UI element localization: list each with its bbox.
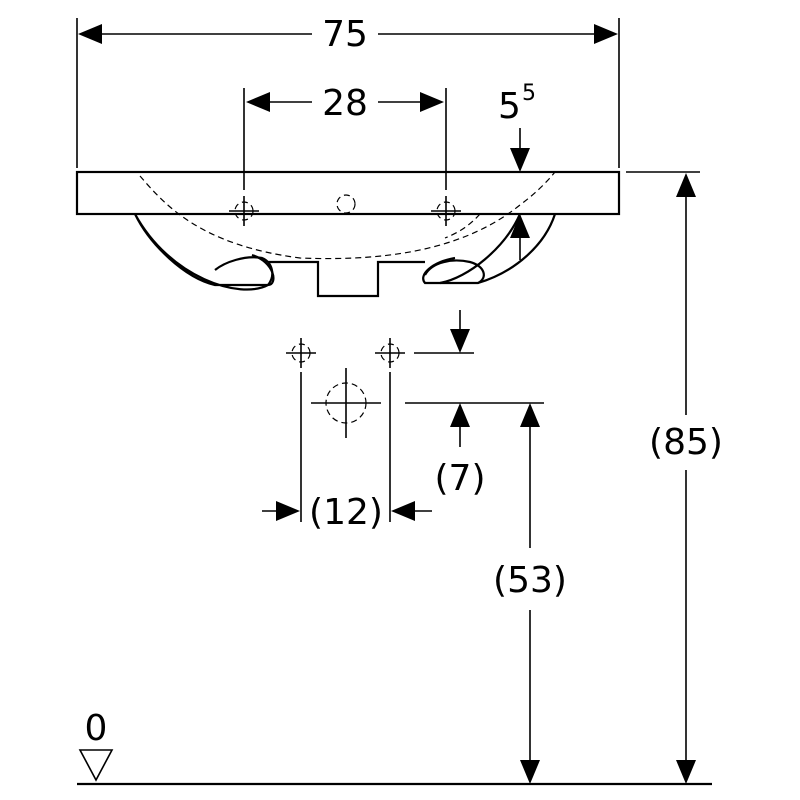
basin-right-curve	[477, 213, 557, 285]
supply-left-symbol	[286, 338, 316, 368]
floor-level-label: 0	[85, 708, 108, 749]
dimension-drain-height: (53)	[493, 403, 567, 784]
rim-thickness-superscript: 5	[522, 81, 536, 106]
rim-thickness-label: 5	[498, 86, 521, 127]
dimension-supply-spacing: (12)	[262, 372, 432, 533]
dimension-rim-thickness: 5 5	[498, 81, 536, 260]
floor-level-marker: 0	[77, 708, 712, 786]
tap-hole-right	[431, 196, 461, 226]
supply-spacing-label: (12)	[309, 492, 383, 533]
overall-height-label: (85)	[649, 422, 723, 463]
tap-hole-left	[229, 196, 259, 226]
drain-height-label: (53)	[493, 560, 567, 601]
left-support	[214, 256, 274, 286]
basin-rim-slab	[75, 170, 621, 216]
hidden-bowl-inner	[444, 213, 481, 239]
dimension-overall-height: (85)	[626, 171, 723, 784]
hidden-bowl-line	[139, 171, 556, 260]
supply-right-symbol	[375, 338, 405, 368]
dimension-tap-hole-spacing: 28	[243, 83, 447, 190]
tap-hole-spacing-label: 28	[322, 83, 368, 124]
dimension-overall-width: 75	[76, 14, 620, 168]
right-support	[424, 259, 485, 285]
washbasin-outline	[75, 170, 621, 298]
overall-width-label: 75	[322, 14, 368, 55]
dimension-supply-offset: (7)	[405, 310, 544, 499]
drain-block	[268, 260, 425, 298]
drain-symbol	[311, 368, 381, 438]
supply-offset-label: (7)	[435, 458, 486, 499]
tap-hole-center	[336, 194, 356, 214]
basin-bowl-underside	[134, 213, 522, 291]
